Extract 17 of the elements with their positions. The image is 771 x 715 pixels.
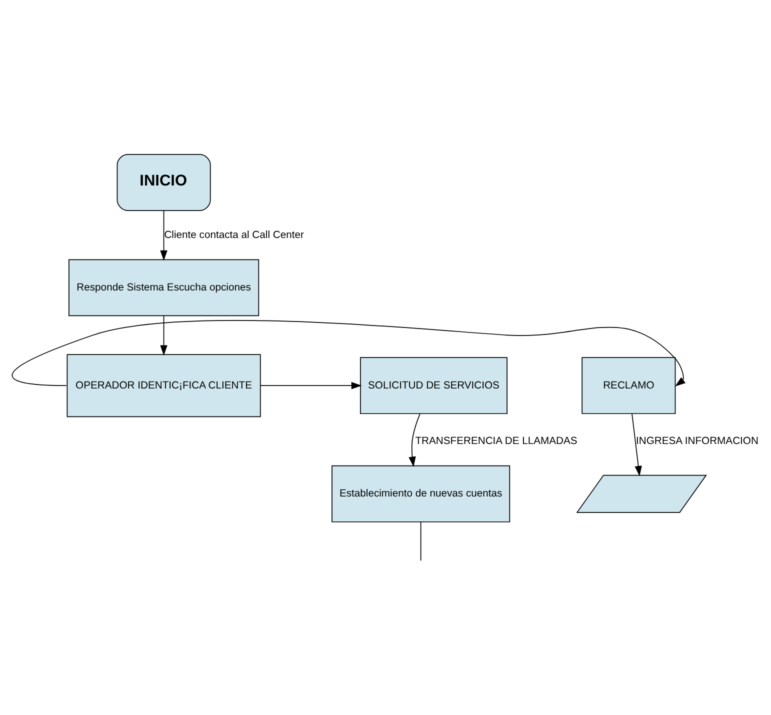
arrow — [160, 210, 168, 260]
edge-label: INGRESA INFORMACION — [636, 435, 758, 446]
edge-label: TRANSFERENCIA DE LLAMADAS — [415, 435, 578, 446]
node-box: Establecimiento de nuevas cuentas — [332, 464, 510, 522]
connector — [420, 521, 422, 561]
arrow — [408, 412, 420, 467]
node-box: RECLAMO — [582, 356, 676, 414]
arrow — [12, 320, 686, 386]
arrow — [632, 412, 642, 476]
node-box: SOLICITUD DE SERVICIOS — [360, 356, 508, 414]
arrow — [160, 314, 168, 356]
edge-label: Cliente contacta al Call Center — [164, 229, 304, 240]
arrow — [260, 381, 362, 389]
node-box: Responde Sistema Escucha opciones — [68, 258, 260, 316]
node-box: INICIO — [116, 154, 211, 210]
node-box: OPERADOR IDENTIC¡FICA CLIENTE — [66, 354, 261, 417]
node-parallelogram — [576, 474, 707, 512]
